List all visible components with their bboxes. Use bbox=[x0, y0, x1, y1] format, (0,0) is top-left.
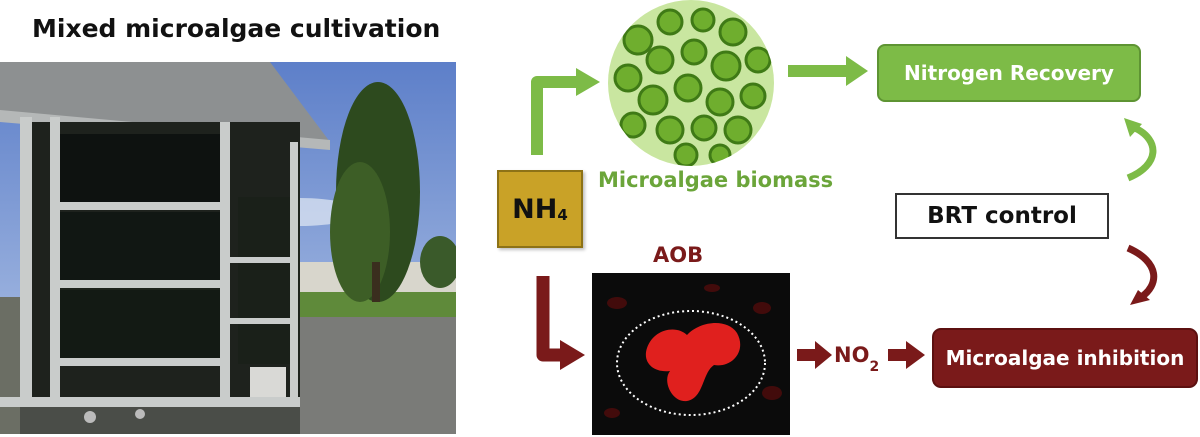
no2-main: NO bbox=[834, 343, 869, 367]
arrow-aob-to-no2 bbox=[797, 341, 832, 369]
microalgae-micrograph bbox=[608, 0, 774, 166]
curved-arrow-brt-to-recovery bbox=[1124, 118, 1153, 178]
arrow-biomass-to-recovery bbox=[788, 56, 868, 86]
nh4-subscript: 4 bbox=[557, 206, 567, 224]
nitrogen-recovery-box: Nitrogen Recovery bbox=[877, 44, 1141, 102]
arrow-no2-to-inhibition bbox=[888, 341, 925, 369]
brt-control-label: BRT control bbox=[927, 203, 1077, 229]
nh4-main: NH bbox=[512, 194, 557, 225]
cultivation-photo bbox=[0, 62, 456, 434]
brt-control-box: BRT control bbox=[895, 193, 1109, 239]
arrow-nh4-to-biomass bbox=[537, 68, 600, 155]
microalgae-inhibition-label: Microalgae inhibition bbox=[946, 346, 1185, 370]
microalgae-inhibition-box: Microalgae inhibition bbox=[932, 328, 1198, 388]
nitrogen-recovery-label: Nitrogen Recovery bbox=[904, 61, 1114, 85]
aob-label: AOB bbox=[653, 243, 703, 267]
curved-arrow-brt-to-inhibition bbox=[1128, 248, 1154, 305]
figure-title: Mixed microalgae cultivation bbox=[32, 14, 440, 43]
no2-label: NO2 bbox=[834, 343, 879, 371]
arrow-nh4-to-aob bbox=[543, 276, 585, 370]
no2-subscript: 2 bbox=[869, 359, 879, 375]
biomass-label: Microalgae biomass bbox=[598, 168, 833, 192]
aob-fluorescence-image bbox=[592, 273, 790, 435]
